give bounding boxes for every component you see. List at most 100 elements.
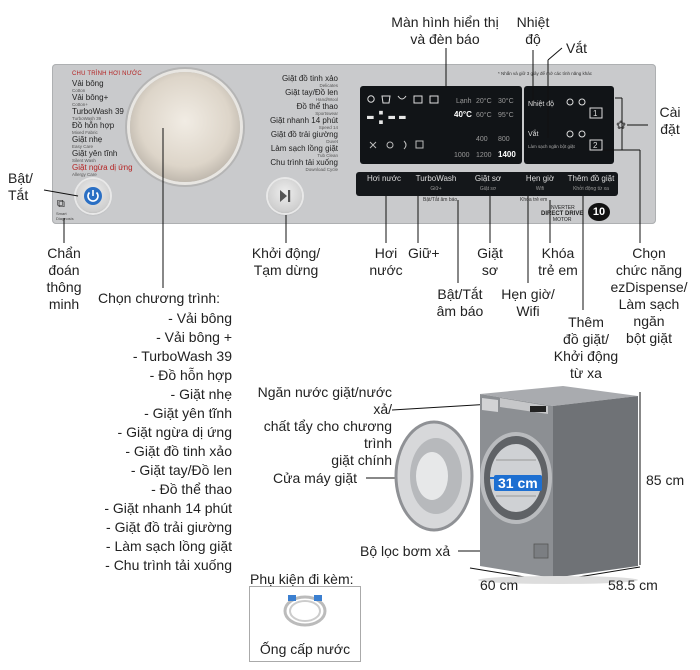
- accessory-box: Ống cấp nước: [249, 586, 361, 662]
- leader-drawer: [391, 403, 493, 411]
- spin-icon: [429, 95, 439, 104]
- callout-spin: Vắt: [566, 40, 588, 56]
- cycle-icon: [367, 95, 375, 103]
- panel-left-header: CHU TRÌNH HƠI NƯỚC: [72, 71, 142, 77]
- dimension-width: 60 cm: [480, 577, 519, 593]
- warranty-badge: 10: [588, 203, 610, 221]
- spin-1200: 1200: [476, 152, 492, 159]
- settings-display-graphic: Nhiệt độ Vắt Làm sạch ngăn bột giặt 1 2: [528, 98, 603, 151]
- temp-20: 20°C: [476, 97, 492, 105]
- spin-400: 400: [476, 136, 488, 143]
- power-button[interactable]: [76, 179, 110, 213]
- dimension-height: 85 cm: [646, 472, 685, 488]
- temp-30: 30°C: [498, 97, 514, 105]
- steam-mini-icon: [369, 141, 377, 149]
- program-item: - Giặt đồ trải giường: [106, 519, 232, 535]
- program-select-list: - Vải bông - Vải bông + - TurboWash 39 -…: [92, 309, 232, 575]
- machine-side: [553, 396, 638, 578]
- dispense-icon-1: [566, 98, 574, 106]
- start-pause-button[interactable]: [268, 179, 302, 213]
- callout-door: Cửa máy giặt: [273, 470, 358, 486]
- spin-button-label: Vắt: [528, 129, 539, 138]
- machine-top: [480, 386, 638, 406]
- dispense-icon-4: [578, 130, 586, 138]
- program-item: - Đồ hỗn hợp: [149, 367, 232, 383]
- beep-panel-label: Bật/Tắt âm báo: [423, 197, 458, 203]
- settings-icon[interactable]: ✿: [616, 118, 627, 132]
- dispense-icon-3: [566, 130, 574, 138]
- program-item: - Giặt đồ tinh xảo: [125, 443, 232, 459]
- program-item: - Giặt nhanh 14 phút: [104, 500, 232, 516]
- drum-size-label: 31 cm: [494, 475, 542, 491]
- program-item: - Vải bông: [168, 310, 232, 326]
- play-pause-icon: [280, 190, 291, 202]
- rinse-icon: [413, 95, 423, 104]
- power-icon: [84, 187, 102, 205]
- direct-drive-logo: INVERTER DIRECT DRIVE MOTOR: [541, 205, 584, 223]
- settings-display: Nhiệt độ Vắt Làm sạch ngăn bột giặt 1 2: [524, 86, 614, 164]
- temp-cold: Lạnh: [456, 98, 472, 105]
- smart-diagnosis-icon: ⧉: [57, 198, 65, 210]
- main-display: -:-- Lạnh 20°C 30°C 40°C 60°C 95°C 400 8…: [360, 86, 522, 164]
- callout-power: Bật/Tắt: [8, 170, 33, 203]
- machine-shadow: [478, 576, 638, 584]
- program-item: - TurboWash 39: [132, 348, 232, 364]
- steam-button[interactable]: Hơi nước: [366, 174, 402, 183]
- machine-display: [530, 406, 546, 412]
- panel-program[interactable]: Vải bông+Cotton+: [72, 93, 109, 107]
- program-item: - Giặt tay/Đồ len: [130, 462, 232, 478]
- drawer-clean-note: Làm sạch ngăn bột giặt: [528, 144, 576, 149]
- drawer-1-number: 1: [593, 109, 598, 118]
- door-mini-icon: [415, 140, 424, 149]
- panel-note: * Nhấn và giữ 3 giây để mở các tính năng…: [498, 71, 593, 76]
- lock-mini-icon: [386, 141, 394, 149]
- program-item: - Giặt ngừa dị ứng: [117, 424, 232, 440]
- program-item: - Làm sạch lồng giặt: [105, 538, 232, 554]
- drawer-1-icon: [589, 107, 603, 119]
- accessory-title: Phụ kiện đi kèm:: [250, 571, 354, 587]
- display-icons: -:-- Lạnh 20°C 30°C 40°C 60°C 95°C 400 8…: [366, 95, 516, 159]
- spin-1400: 1400: [498, 150, 516, 159]
- spin-1000: 1000: [454, 152, 470, 159]
- program-item: - Đồ thể thao: [151, 481, 232, 497]
- callout-filter: Bộ lọc bơm xả: [360, 543, 451, 559]
- water-hose-icon: [283, 595, 327, 627]
- leader-spin: [547, 47, 563, 61]
- program-item: - Giặt nhẹ: [170, 386, 232, 402]
- temp-40: 40°C: [454, 110, 472, 119]
- temp-95: 95°C: [498, 111, 514, 119]
- door-glass-inner: [416, 452, 448, 500]
- callout-hold: Giữ+: [408, 245, 440, 261]
- program-item: - Vải bông +: [156, 329, 232, 345]
- program-item: - Chu trình tải xuống: [105, 557, 232, 573]
- leader-power: [43, 189, 79, 197]
- callout-start-pause: Khởi động/Tạm dừng: [251, 245, 321, 278]
- callout-timer: Hẹn giờ/Wifi: [501, 286, 555, 319]
- dimension-depth: 58.5 cm: [608, 577, 658, 593]
- program-knob[interactable]: [130, 72, 240, 182]
